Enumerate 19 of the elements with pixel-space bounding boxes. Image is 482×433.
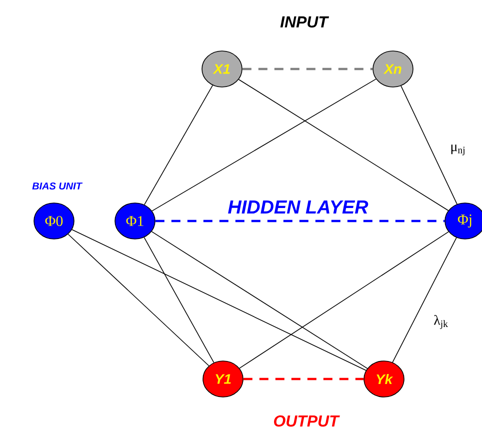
layer-label: INPUT: [280, 16, 330, 28]
layer-label: BIAS UNIT: [32, 182, 83, 190]
connection-line: [242, 68, 373, 70]
connection-line: [72, 229, 366, 371]
connection-line: [144, 84, 214, 206]
layer-label: μ$_{nj}$: [451, 144, 464, 156]
connection-line: [68, 234, 210, 366]
layer-label: HIDDEN LAYER: [228, 200, 368, 214]
layer-label: OUTPUT: [274, 415, 340, 427]
connection-line: [151, 231, 368, 369]
connection-line: [238, 79, 449, 211]
connection-line: [243, 378, 364, 380]
connection-line: [155, 220, 445, 222]
connection-line: [400, 86, 458, 204]
connection-line: [392, 237, 457, 363]
layer-label: λ$_{jk}$: [434, 314, 448, 330]
connection-line: [144, 237, 214, 363]
connection-line: [152, 78, 376, 212]
connection-line: [239, 231, 449, 369]
